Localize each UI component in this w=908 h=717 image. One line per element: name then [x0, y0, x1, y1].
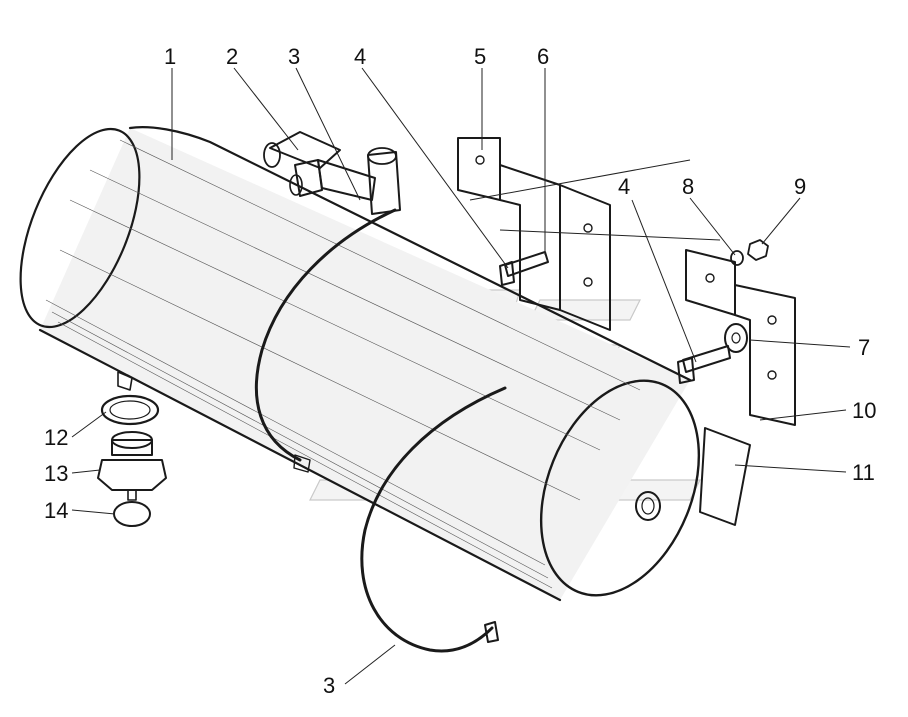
air-tube — [254, 208, 507, 653]
callout-3-top: 3 — [288, 44, 300, 69]
callout-13: 13 — [44, 461, 68, 486]
tank-end-fitting — [635, 491, 661, 521]
callout-9: 9 — [794, 174, 806, 199]
tee-fitting — [263, 131, 376, 201]
callout-8: 8 — [682, 174, 694, 199]
callout-labels: 1 2 3 4 5 6 4 8 9 7 10 11 12 13 14 3 — [44, 44, 876, 698]
bracket-pad — [699, 427, 751, 526]
tank-right-end-cap — [539, 379, 701, 597]
leader-lines — [71, 67, 851, 685]
callout-5: 5 — [474, 44, 486, 69]
callout-10: 10 — [852, 398, 876, 423]
drain-valve-parts — [97, 394, 167, 527]
callout-7: 7 — [858, 335, 870, 360]
seal-ring — [100, 394, 160, 426]
mounting-bracket-right — [685, 249, 796, 426]
elbow-fitting — [367, 147, 401, 215]
callout-11: 11 — [852, 460, 875, 485]
washer-bolt-nut — [677, 239, 769, 384]
pull-ring — [113, 501, 151, 527]
mounting-bolt — [499, 251, 549, 286]
flat-washer — [724, 323, 748, 353]
nut — [747, 239, 769, 261]
callout-12: 12 — [44, 425, 68, 450]
spring-washer — [730, 250, 744, 266]
callout-4-left: 4 — [354, 44, 366, 69]
drain-plug-body — [111, 439, 153, 456]
callout-6: 6 — [537, 44, 549, 69]
air-receiver-tank — [19, 126, 701, 602]
callout-14: 14 — [44, 498, 68, 523]
callout-1: 1 — [164, 44, 176, 69]
callout-3-bottom: 3 — [323, 673, 335, 698]
callout-2: 2 — [226, 44, 238, 69]
callout-4-right: 4 — [618, 174, 630, 199]
mounting-bracket-left — [457, 137, 611, 331]
tank-left-end — [19, 127, 141, 329]
